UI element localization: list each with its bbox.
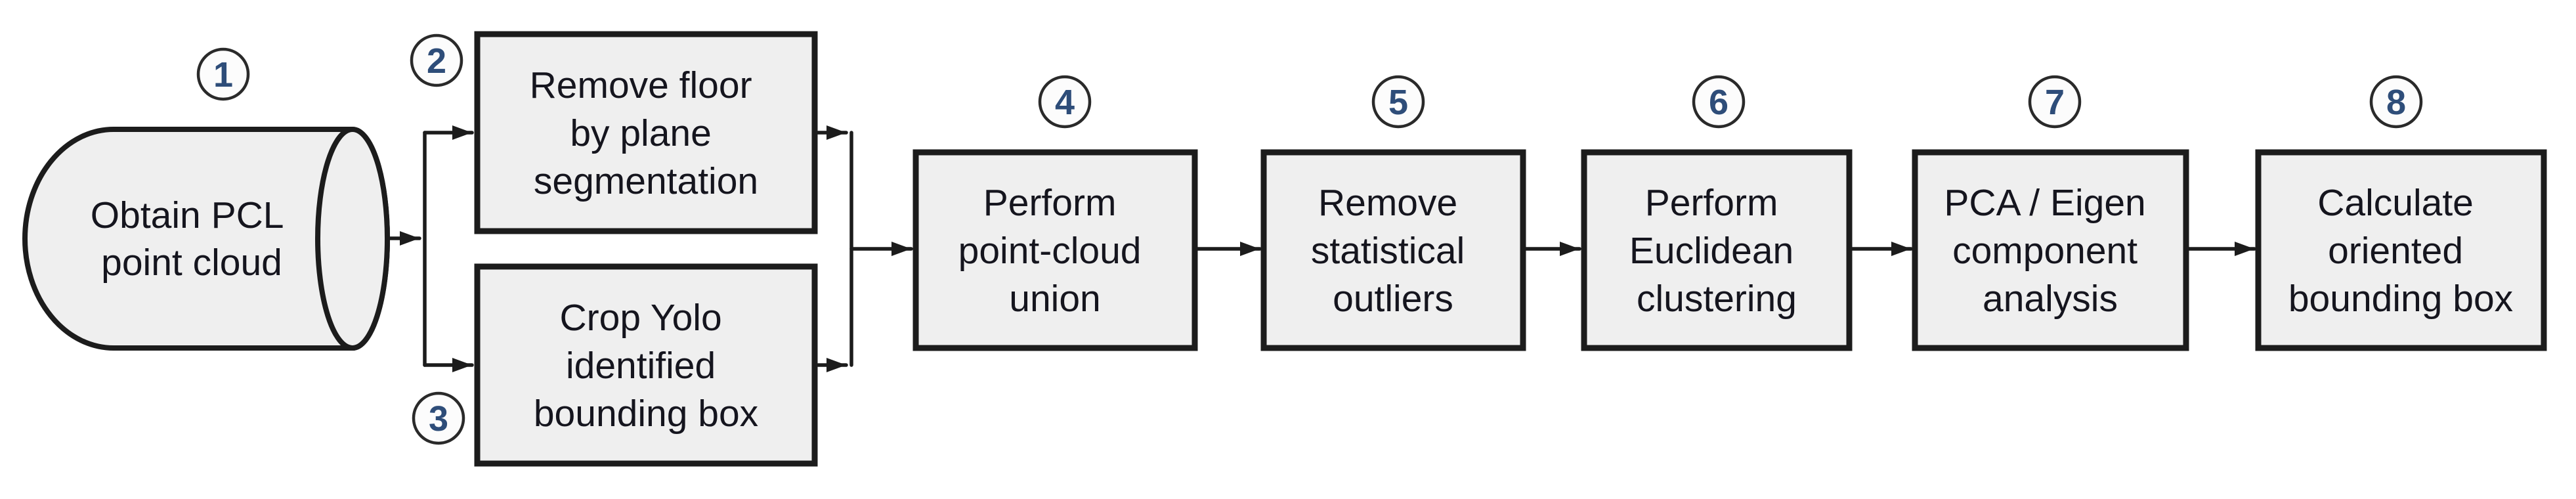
badge-step-8: 8 — [2369, 75, 2423, 129]
node-point-cloud-union: Perform point-cloud union — [912, 149, 1198, 351]
node-7-label: PCA / Eigen component analysis — [1944, 182, 2156, 320]
node-6-label: Perform Euclidean clustering — [1629, 182, 1804, 320]
process-box — [1581, 149, 1853, 351]
badge-circle — [410, 33, 463, 87]
node-pca-eigen-analysis: PCA / Eigen component analysis — [1912, 149, 2189, 351]
process-box — [1912, 149, 2189, 351]
badge-circle — [412, 391, 465, 445]
badge-number: 6 — [1709, 83, 1728, 122]
badge-number: 4 — [1055, 83, 1075, 122]
badge-circle — [1371, 75, 1425, 129]
node-oriented-bounding-box: Calculate oriented bounding box — [2255, 149, 2547, 351]
node-8-label: Calculate oriented bounding box — [2288, 182, 2513, 320]
badge-circle — [196, 47, 250, 101]
badge-number: 7 — [2045, 83, 2065, 122]
cylinder-end-cap — [315, 127, 390, 351]
badge-number: 5 — [1388, 83, 1408, 122]
badge-circle — [1038, 75, 1092, 129]
badge-step-7: 7 — [2028, 75, 2082, 129]
process-box — [474, 31, 818, 234]
badge-step-1: 1 — [196, 47, 250, 101]
node-remove-outliers: Remove statistical outliers — [1260, 149, 1526, 351]
badge-circle — [1692, 75, 1746, 129]
process-box — [912, 149, 1198, 351]
badge-step-2: 2 — [410, 33, 463, 87]
node-obtain-point-cloud: Obtain PCL point cloud — [22, 127, 390, 351]
node-3-label: Crop Yolo identified bounding box — [534, 297, 758, 435]
node-remove-floor: Remove floor by plane segmentation — [474, 31, 818, 234]
process-box — [1260, 149, 1526, 351]
badge-step-4: 4 — [1038, 75, 1092, 129]
badge-step-3: 3 — [412, 391, 465, 445]
badge-number: 2 — [427, 41, 446, 81]
node-1-label: Obtain PCL point cloud — [91, 194, 293, 284]
node-5-label: Remove statistical outliers — [1311, 182, 1475, 320]
badge-circle — [2369, 75, 2423, 129]
badge-step-5: 5 — [1371, 75, 1425, 129]
node-4-label: Perform point-cloud union — [958, 182, 1152, 320]
node-euclidean-clustering: Perform Euclidean clustering — [1581, 149, 1853, 351]
step-badges: 1 2 3 4 5 6 7 8 — [196, 33, 2423, 445]
badge-number: 3 — [429, 399, 448, 439]
node-crop-yolo-bbox: Crop Yolo identified bounding box — [474, 263, 818, 467]
badge-step-6: 6 — [1692, 75, 1746, 129]
connectors — [349, 125, 2256, 372]
process-box — [474, 263, 818, 467]
badge-number: 8 — [2386, 83, 2406, 122]
process-box — [2255, 149, 2547, 351]
badge-circle — [2028, 75, 2082, 129]
badge-number: 1 — [213, 55, 233, 95]
node-2-label: Remove floor by plane segmentation — [530, 64, 763, 202]
